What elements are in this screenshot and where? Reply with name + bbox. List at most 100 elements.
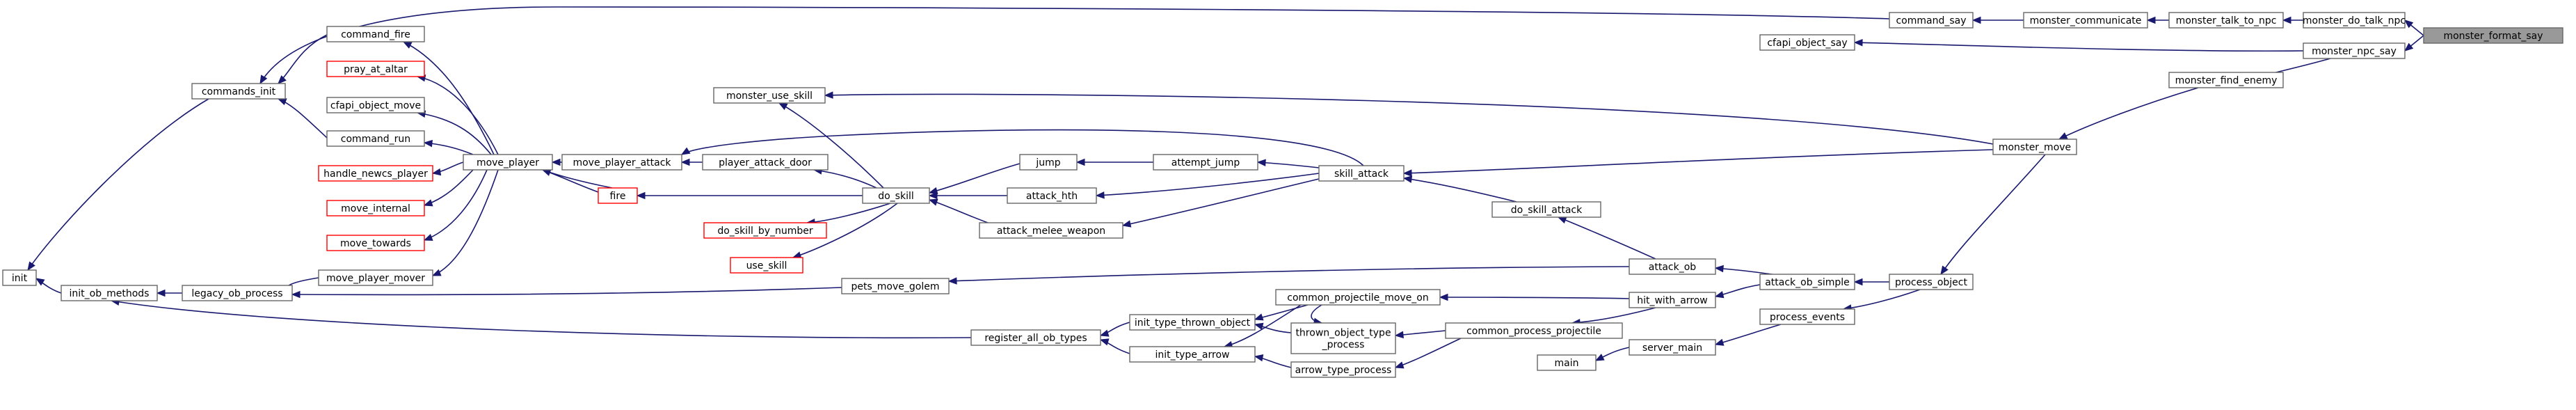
node-attack_hth[interactable]: attack_hth bbox=[1007, 187, 1097, 204]
node-box-do_skill_by_number[interactable] bbox=[703, 222, 827, 239]
node-box-attempt_jump[interactable] bbox=[1153, 154, 1258, 171]
node-box-main[interactable] bbox=[1537, 354, 1597, 371]
node-player_attack_door[interactable]: player_attack_door bbox=[702, 154, 829, 171]
node-cfapi_object_say[interactable]: cfapi_object_say bbox=[1759, 34, 1855, 51]
node-monster_talk_to_npc[interactable]: monster_talk_to_npc bbox=[2168, 12, 2284, 29]
node-attack_ob[interactable]: attack_ob bbox=[1629, 258, 1716, 275]
node-box-attack_hth[interactable] bbox=[1007, 187, 1097, 204]
node-monster_npc_say[interactable]: monster_npc_say bbox=[2303, 42, 2406, 59]
node-hit_with_arrow[interactable]: hit_with_arrow bbox=[1629, 292, 1716, 308]
node-do_skill_attack[interactable]: do_skill_attack bbox=[1491, 201, 1601, 218]
node-box-common_projectile_move_on[interactable] bbox=[1275, 289, 1441, 306]
node-common_process_projectile[interactable]: common_process_projectile bbox=[1445, 322, 1623, 339]
node-box-move_player_attack[interactable] bbox=[561, 154, 682, 171]
node-box-monster_communicate[interactable] bbox=[2023, 12, 2148, 29]
node-attempt_jump[interactable]: attempt_jump bbox=[1153, 154, 1258, 171]
node-box-commands_init[interactable] bbox=[191, 83, 286, 100]
node-box-thrown_object_type_process[interactable] bbox=[1290, 322, 1396, 354]
node-box-monster_do_talk_npc[interactable] bbox=[2303, 12, 2406, 29]
node-command_run[interactable]: command_run bbox=[326, 130, 425, 147]
node-box-server_main[interactable] bbox=[1629, 339, 1716, 356]
node-jump[interactable]: jump bbox=[1019, 154, 1078, 171]
node-box-pets_move_golem[interactable] bbox=[841, 278, 950, 294]
node-box-legacy_ob_process[interactable] bbox=[182, 285, 293, 301]
node-box-arrow_type_process[interactable] bbox=[1290, 361, 1396, 378]
node-monster_use_skill[interactable]: monster_use_skill bbox=[713, 87, 826, 104]
node-fire[interactable]: fire bbox=[598, 187, 638, 204]
node-box-do_skill[interactable] bbox=[862, 187, 930, 204]
node-box-common_process_projectile[interactable] bbox=[1445, 322, 1623, 339]
node-box-move_towards[interactable] bbox=[326, 235, 425, 251]
node-command_fire[interactable]: command_fire bbox=[326, 26, 425, 42]
node-move_internal[interactable]: move_internal bbox=[326, 200, 425, 216]
node-box-command_fire[interactable] bbox=[326, 26, 425, 42]
node-server_main[interactable]: server_main bbox=[1629, 339, 1716, 356]
node-box-player_attack_door[interactable] bbox=[702, 154, 829, 171]
node-common_projectile_move_on[interactable]: common_projectile_move_on bbox=[1275, 289, 1441, 306]
node-init[interactable]: init bbox=[2, 269, 37, 286]
node-box-init[interactable] bbox=[2, 269, 37, 286]
node-box-fire[interactable] bbox=[598, 187, 638, 204]
node-box-attack_ob_simple[interactable] bbox=[1759, 274, 1855, 290]
node-commands_init[interactable]: commands_init bbox=[191, 83, 286, 100]
node-box-skill_attack[interactable] bbox=[1318, 165, 1405, 182]
node-monster_communicate[interactable]: monster_communicate bbox=[2023, 12, 2148, 29]
node-legacy_ob_process[interactable]: legacy_ob_process bbox=[182, 285, 293, 301]
node-box-process_events[interactable] bbox=[1759, 308, 1855, 325]
node-box-hit_with_arrow[interactable] bbox=[1629, 292, 1716, 308]
node-thrown_object_type_process[interactable]: thrown_object_type_process bbox=[1290, 322, 1396, 354]
node-move_player[interactable]: move_player bbox=[463, 154, 553, 171]
node-box-do_skill_attack[interactable] bbox=[1491, 201, 1601, 218]
node-box-cfapi_object_say[interactable] bbox=[1759, 34, 1855, 51]
node-box-init_type_arrow[interactable] bbox=[1129, 346, 1256, 363]
node-command_say[interactable]: command_say bbox=[1889, 12, 1974, 29]
node-box-command_run[interactable] bbox=[326, 130, 425, 147]
node-box-use_skill[interactable] bbox=[730, 257, 803, 274]
node-box-monster_npc_say[interactable] bbox=[2303, 42, 2406, 59]
node-register_all_ob_types[interactable]: register_all_ob_types bbox=[970, 329, 1101, 346]
node-attack_ob_simple[interactable]: attack_ob_simple bbox=[1759, 274, 1855, 290]
node-box-move_player_mover[interactable] bbox=[318, 269, 433, 286]
node-box-monster_find_enemy[interactable] bbox=[2168, 72, 2284, 88]
node-box-init_type_thrown_object[interactable] bbox=[1129, 314, 1256, 331]
node-move_towards[interactable]: move_towards bbox=[326, 235, 425, 251]
node-box-command_say[interactable] bbox=[1889, 12, 1974, 29]
node-monster_do_talk_npc[interactable]: monster_do_talk_npc bbox=[2303, 12, 2406, 29]
node-process_events[interactable]: process_events bbox=[1759, 308, 1855, 325]
node-box-move_player[interactable] bbox=[463, 154, 553, 171]
node-box-jump[interactable] bbox=[1019, 154, 1078, 171]
node-monster_find_enemy[interactable]: monster_find_enemy bbox=[2168, 72, 2284, 88]
node-box-monster_format_say[interactable] bbox=[2423, 27, 2563, 44]
node-box-register_all_ob_types[interactable] bbox=[970, 329, 1101, 346]
node-box-cfapi_object_move[interactable] bbox=[326, 97, 425, 113]
node-init_type_arrow[interactable]: init_type_arrow bbox=[1129, 346, 1256, 363]
node-process_object[interactable]: process_object bbox=[1889, 274, 1974, 290]
node-pray_at_altar[interactable]: pray_at_altar bbox=[326, 61, 425, 77]
node-box-monster_use_skill[interactable] bbox=[713, 87, 826, 104]
node-attack_melee_weapon[interactable]: attack_melee_weapon bbox=[979, 222, 1123, 239]
node-cfapi_object_move[interactable]: cfapi_object_move bbox=[326, 97, 425, 113]
node-box-init_ob_methods[interactable] bbox=[61, 285, 158, 301]
node-box-attack_ob[interactable] bbox=[1629, 258, 1716, 275]
node-box-handle_newcs_player[interactable] bbox=[318, 165, 433, 182]
node-init_type_thrown_object[interactable]: init_type_thrown_object bbox=[1129, 314, 1256, 331]
node-skill_attack[interactable]: skill_attack bbox=[1318, 165, 1405, 182]
node-box-monster_talk_to_npc[interactable] bbox=[2168, 12, 2284, 29]
node-arrow_type_process[interactable]: arrow_type_process bbox=[1290, 361, 1396, 378]
node-handle_newcs_player[interactable]: handle_newcs_player bbox=[318, 165, 433, 182]
node-move_player_attack[interactable]: move_player_attack bbox=[561, 154, 682, 171]
node-box-pray_at_altar[interactable] bbox=[326, 61, 425, 77]
node-init_ob_methods[interactable]: init_ob_methods bbox=[61, 285, 158, 301]
node-monster_move[interactable]: monster_move bbox=[1992, 139, 2077, 155]
node-box-process_object[interactable] bbox=[1889, 274, 1974, 290]
node-box-monster_move[interactable] bbox=[1992, 139, 2077, 155]
node-move_player_mover[interactable]: move_player_mover bbox=[318, 269, 433, 286]
node-do_skill[interactable]: do_skill bbox=[862, 187, 930, 204]
node-main[interactable]: main bbox=[1537, 354, 1597, 371]
node-use_skill[interactable]: use_skill bbox=[730, 257, 803, 274]
node-box-move_internal[interactable] bbox=[326, 200, 425, 216]
node-pets_move_golem[interactable]: pets_move_golem bbox=[841, 278, 950, 294]
node-box-attack_melee_weapon[interactable] bbox=[979, 222, 1123, 239]
node-do_skill_by_number[interactable]: do_skill_by_number bbox=[703, 222, 827, 239]
node-monster_format_say[interactable]: monster_format_say bbox=[2423, 27, 2563, 44]
